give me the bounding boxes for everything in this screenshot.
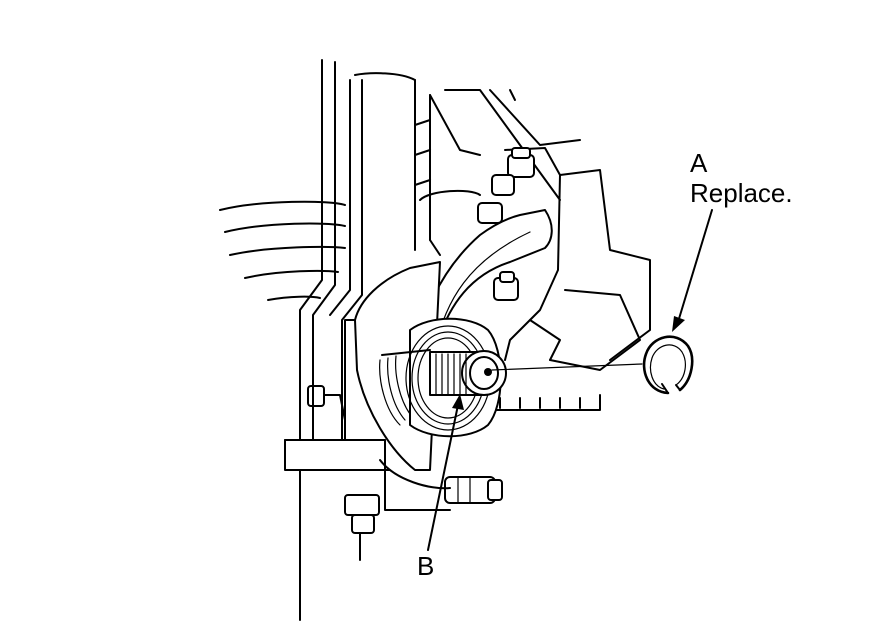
bolt-bottom bbox=[444, 476, 503, 504]
vertical-strut bbox=[299, 59, 581, 441]
snap-ring bbox=[642, 335, 694, 395]
callout-a-note: Replace. bbox=[690, 178, 793, 208]
mounting-bolts bbox=[344, 147, 535, 561]
housing-background bbox=[219, 200, 391, 621]
callout-b-letter: B bbox=[417, 551, 434, 581]
arrowhead-b bbox=[452, 394, 464, 410]
bolt-mid bbox=[477, 202, 503, 224]
splined-shaft bbox=[429, 350, 507, 396]
bolt-top bbox=[507, 147, 535, 178]
callout-a: A Replace. bbox=[690, 148, 793, 208]
leader-lines bbox=[427, 209, 713, 551]
bolt-upper-mid bbox=[491, 174, 515, 196]
callout-b: B bbox=[417, 551, 434, 581]
callout-a-letter: A bbox=[690, 148, 708, 178]
bolt-lower-left bbox=[344, 494, 380, 561]
leader-line-a bbox=[677, 209, 713, 323]
bolt-right bbox=[493, 271, 519, 301]
arrowhead-a bbox=[672, 316, 685, 332]
leader-line-b bbox=[427, 404, 459, 551]
axis-line bbox=[491, 363, 643, 371]
